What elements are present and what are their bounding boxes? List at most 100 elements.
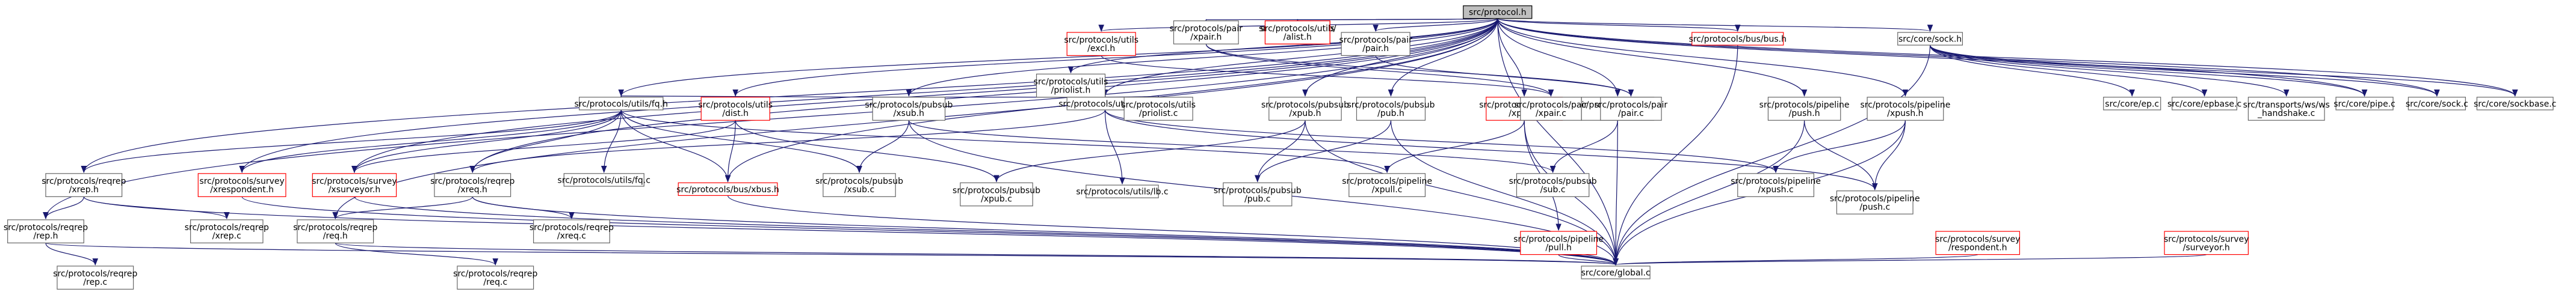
node-box — [2335, 97, 2394, 111]
node-box — [700, 97, 770, 121]
node-subc[interactable]: src/protocols/pubsub/sub.c — [1509, 173, 1597, 197]
edge-root-fqh — [618, 18, 1498, 97]
edge-fqh-xraph — [81, 109, 622, 174]
edge-root-sockbasec — [1497, 18, 2518, 97]
node-wshs[interactable]: src/transports/ws/ws_handshake.c — [2243, 97, 2330, 121]
node-label: src/protocols/pair — [1515, 100, 1588, 110]
node-epc[interactable]: src/core/ep.c — [2103, 97, 2161, 111]
node-label: src/protocols/pubsub — [1509, 177, 1597, 186]
node-label: src/protocols/pipeline — [1861, 100, 1951, 110]
node-reqc[interactable]: src/protocols/reqrep/req.c — [453, 266, 537, 290]
node-pubh[interactable]: src/protocols/pubsub/pub.h — [1347, 97, 1435, 121]
node-label: src/core/sock.c — [2406, 99, 2468, 109]
node-box — [578, 97, 664, 111]
node-pushh[interactable]: src/protocols/pipeline/push.h — [1759, 97, 1850, 121]
node-xpullc[interactable]: src/protocols/pipeline/xpull.c — [1342, 173, 1432, 197]
node-label: /xrespondent.h — [210, 185, 274, 195]
edge-respondh-global — [1613, 254, 1978, 266]
node-label: /pub.h — [1377, 109, 1404, 118]
edge-root-xreqh — [469, 18, 1498, 174]
node-label: src/protocols/utils/fq.h — [574, 99, 668, 109]
node-global[interactable]: src/core/global.c — [1581, 266, 1651, 279]
node-pairh[interactable]: src/protocols/pair/pair.h — [1339, 32, 1412, 56]
node-repc[interactable]: src/protocols/reqrep/rep.c — [53, 266, 138, 290]
node-priolistc[interactable]: src/protocols/utils/priolist.c — [1121, 97, 1196, 121]
node-pullh[interactable]: src/protocols/pipeline/pull.h — [1513, 231, 1604, 255]
edge-reqh-reqc — [335, 242, 498, 266]
edge-pubh-global — [1390, 120, 1619, 266]
node-xreqc[interactable]: src/protocols/reqrep/xreq.c — [530, 219, 614, 243]
node-box — [1086, 184, 1159, 198]
node-xsubc[interactable]: src/protocols/pubsub/xsub.c — [815, 173, 903, 197]
node-label: src/core/global.c — [1581, 268, 1651, 278]
node-label: src/protocols/pubsub — [1214, 186, 1302, 195]
node-box — [1463, 5, 1533, 19]
node-box — [1600, 97, 1662, 121]
node-sockbasec[interactable]: src/core/sockbase.c — [2474, 97, 2556, 111]
edge-root-reph — [43, 18, 1498, 220]
edge-xpushh-pushc — [1871, 120, 1906, 190]
node-sock[interactable]: src/core/sock.h — [1897, 32, 1963, 46]
node-pushc[interactable]: src/protocols/pipeline/push.c — [1830, 190, 1920, 214]
edge-xpushh-xpushc — [1773, 120, 1906, 174]
node-xpubh[interactable]: src/protocols/pubsub/xpub.h — [1261, 97, 1349, 121]
edge-pushh-pushc — [1804, 120, 1878, 190]
node-respondh[interactable]: src/protocols/survey/respondent.h — [1935, 231, 2020, 255]
node-label: /req.h — [323, 231, 348, 241]
node-distp[interactable]: src/protocols/utils/dist.h — [698, 97, 773, 121]
node-lbc[interactable]: src/protocols/utils/lb.c — [1076, 184, 1169, 198]
node-excl[interactable]: src/protocols/utils/excl.h — [1064, 32, 1138, 56]
edge-pubh-pubc — [1255, 120, 1392, 183]
node-xreqh[interactable]: src/protocols/reqrep/xreq.h — [430, 173, 514, 197]
node-epbasec[interactable]: src/core/epbase.c — [2167, 97, 2241, 111]
node-xbus[interactable]: src/protocols/bus/xbus.h — [676, 182, 779, 196]
node-box — [1036, 73, 1106, 98]
node-xraph[interactable]: src/protocols/reqrep/xrep.h — [42, 173, 126, 197]
edge-sock-epbasec — [1929, 44, 2208, 97]
node-alist[interactable]: src/protocols/utils/alist.h — [1260, 20, 1335, 44]
node-box — [1173, 20, 1239, 44]
node-label: /xpull.c — [1372, 185, 1403, 195]
node-xsurveyorh[interactable]: src/protocols/survey/xsurveyor.h — [312, 173, 397, 197]
node-surveyorh[interactable]: src/protocols/survey/surveyor.h — [2164, 231, 2249, 255]
node-pipec[interactable]: src/core/pipe.c — [2334, 97, 2395, 111]
node-xpair[interactable]: src/protocols/pair/xpair.h — [1170, 20, 1243, 44]
node-label: src/protocols/reqrep — [430, 177, 514, 186]
node-box — [1897, 32, 1963, 46]
node-label: /sub.c — [1540, 185, 1566, 195]
node-label: /xpub.h — [1290, 109, 1321, 118]
node-label: /xsub.h — [894, 109, 924, 118]
edge-reph-repc — [45, 243, 99, 266]
edge-xraph-global — [83, 196, 1619, 266]
node-box — [1264, 20, 1330, 44]
node-label: /push.c — [1859, 202, 1890, 212]
node-xsubh[interactable]: src/protocols/pubsub/xsub.h — [865, 97, 953, 121]
node-root[interactable]: src/protocol.h — [1463, 5, 1533, 19]
edge-sock-sockbasec — [1929, 44, 2518, 97]
node-box — [57, 266, 134, 290]
node-label: src/protocols/pubsub — [1347, 100, 1435, 110]
node-box — [1691, 32, 1784, 46]
node-box — [1520, 231, 1598, 255]
node-pubc[interactable]: src/protocols/pubsub/pub.c — [1214, 182, 1302, 207]
node-xpushc[interactable]: src/protocols/pipeline/xpush.c — [1731, 173, 1821, 197]
node-sockc[interactable]: src/core/sock.c — [2406, 97, 2468, 111]
node-priolist[interactable]: src/protocols/utils/priolist.h — [1034, 73, 1108, 98]
node-xpubc[interactable]: src/protocols/pubsub/xpub.c — [953, 182, 1040, 207]
node-label: src/protocols/reqrep — [53, 269, 137, 279]
node-pairc[interactable]: src/protocols/pair/pair.c — [1595, 97, 1668, 121]
node-box — [2164, 231, 2249, 255]
node-xrepc[interactable]: src/protocols/reqrep/xrep.c — [185, 219, 269, 243]
node-fqc[interactable]: src/protocols/utils/fq.c — [558, 173, 650, 187]
node-fqh[interactable]: src/protocols/utils/fq.h — [574, 97, 668, 111]
node-xpushh[interactable]: src/protocols/pipeline/xpush.h — [1861, 97, 1951, 121]
node-label: src/protocols/pipeline — [1342, 177, 1432, 186]
node-reqh[interactable]: src/protocols/reqrep/req.h — [293, 219, 377, 243]
node-xpairc[interactable]: src/protocols/pair/xpair.c — [1515, 97, 1588, 121]
node-xrespondh[interactable]: src/protocols/survey/xrespondent.h — [197, 173, 286, 197]
node-label: src/core/epbase.c — [2167, 99, 2241, 109]
node-box — [1066, 32, 1136, 56]
node-busbus[interactable]: src/protocols/bus/bus.h — [1689, 32, 1787, 46]
node-reph[interactable]: src/protocols/reqrep/rep.h — [4, 219, 88, 243]
edge-fqh-xsurveyorh — [351, 109, 622, 174]
